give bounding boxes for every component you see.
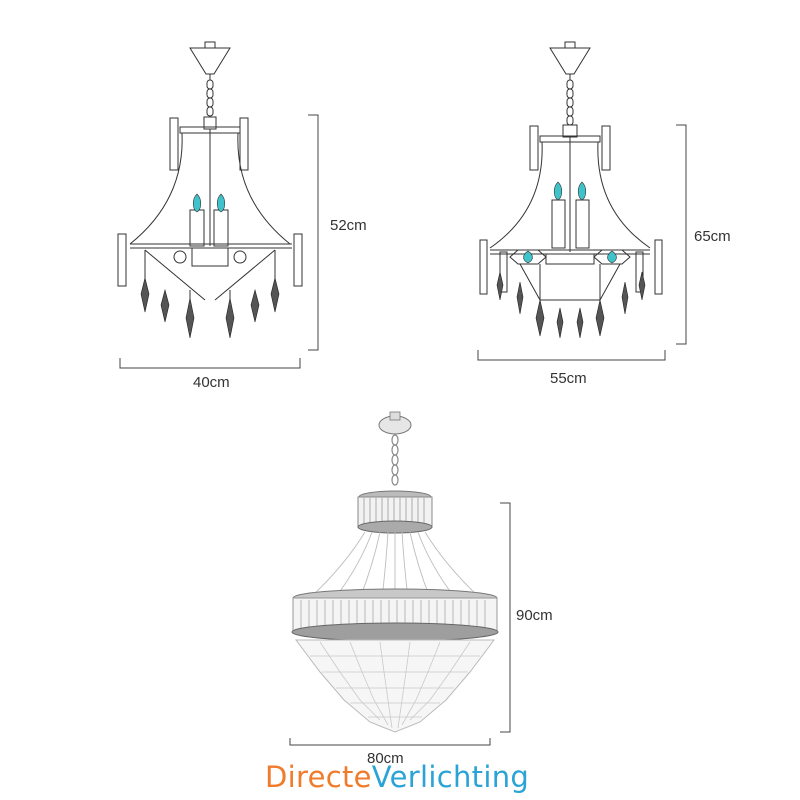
canopy: [189, 47, 231, 75]
small-height-label: 52cm: [330, 217, 367, 234]
crystal-plate: [601, 125, 611, 171]
large-dimension-lines: [289, 502, 511, 746]
crystal-plate: [293, 233, 303, 287]
brand-part-verlichting: Verlichting: [371, 760, 530, 794]
small-bulbs: [192, 193, 226, 213]
chain: [391, 434, 399, 486]
small-crystal-drops: [140, 277, 280, 339]
chain: [206, 79, 214, 117]
crystal-plate: [239, 117, 249, 171]
medium-height-label: 65cm: [694, 228, 731, 245]
small-chandelier-drawing: [117, 41, 303, 301]
medium-chandelier-drawing: [479, 41, 663, 301]
medium-width-label: 55cm: [550, 370, 587, 387]
large-height-label: 90cm: [516, 607, 553, 624]
medium-dimension-lines: [477, 124, 687, 361]
ceiling-mount: [204, 41, 216, 49]
crystal-cascade: [295, 639, 495, 733]
chain: [566, 79, 574, 126]
large-chandelier-drawing: [291, 411, 499, 733]
cascade-facets: [310, 641, 480, 729]
small-width-label: 40cm: [193, 374, 230, 391]
crystal-strands: [309, 531, 481, 599]
crystal-plate: [479, 239, 488, 295]
medium-bulbs: [523, 181, 617, 264]
crystal-plate: [169, 117, 179, 171]
brand-part-directe: Directe: [265, 760, 372, 794]
crystal-plate: [654, 239, 663, 295]
crystal-plate: [117, 233, 127, 287]
crystal-plate: [529, 125, 539, 171]
medium-crystal-drops: [496, 271, 646, 339]
large-width-label: 80cm: [367, 750, 404, 767]
brand-logo: DirecteVerlichting: [265, 760, 529, 794]
small-dimension-lines: [119, 114, 319, 369]
